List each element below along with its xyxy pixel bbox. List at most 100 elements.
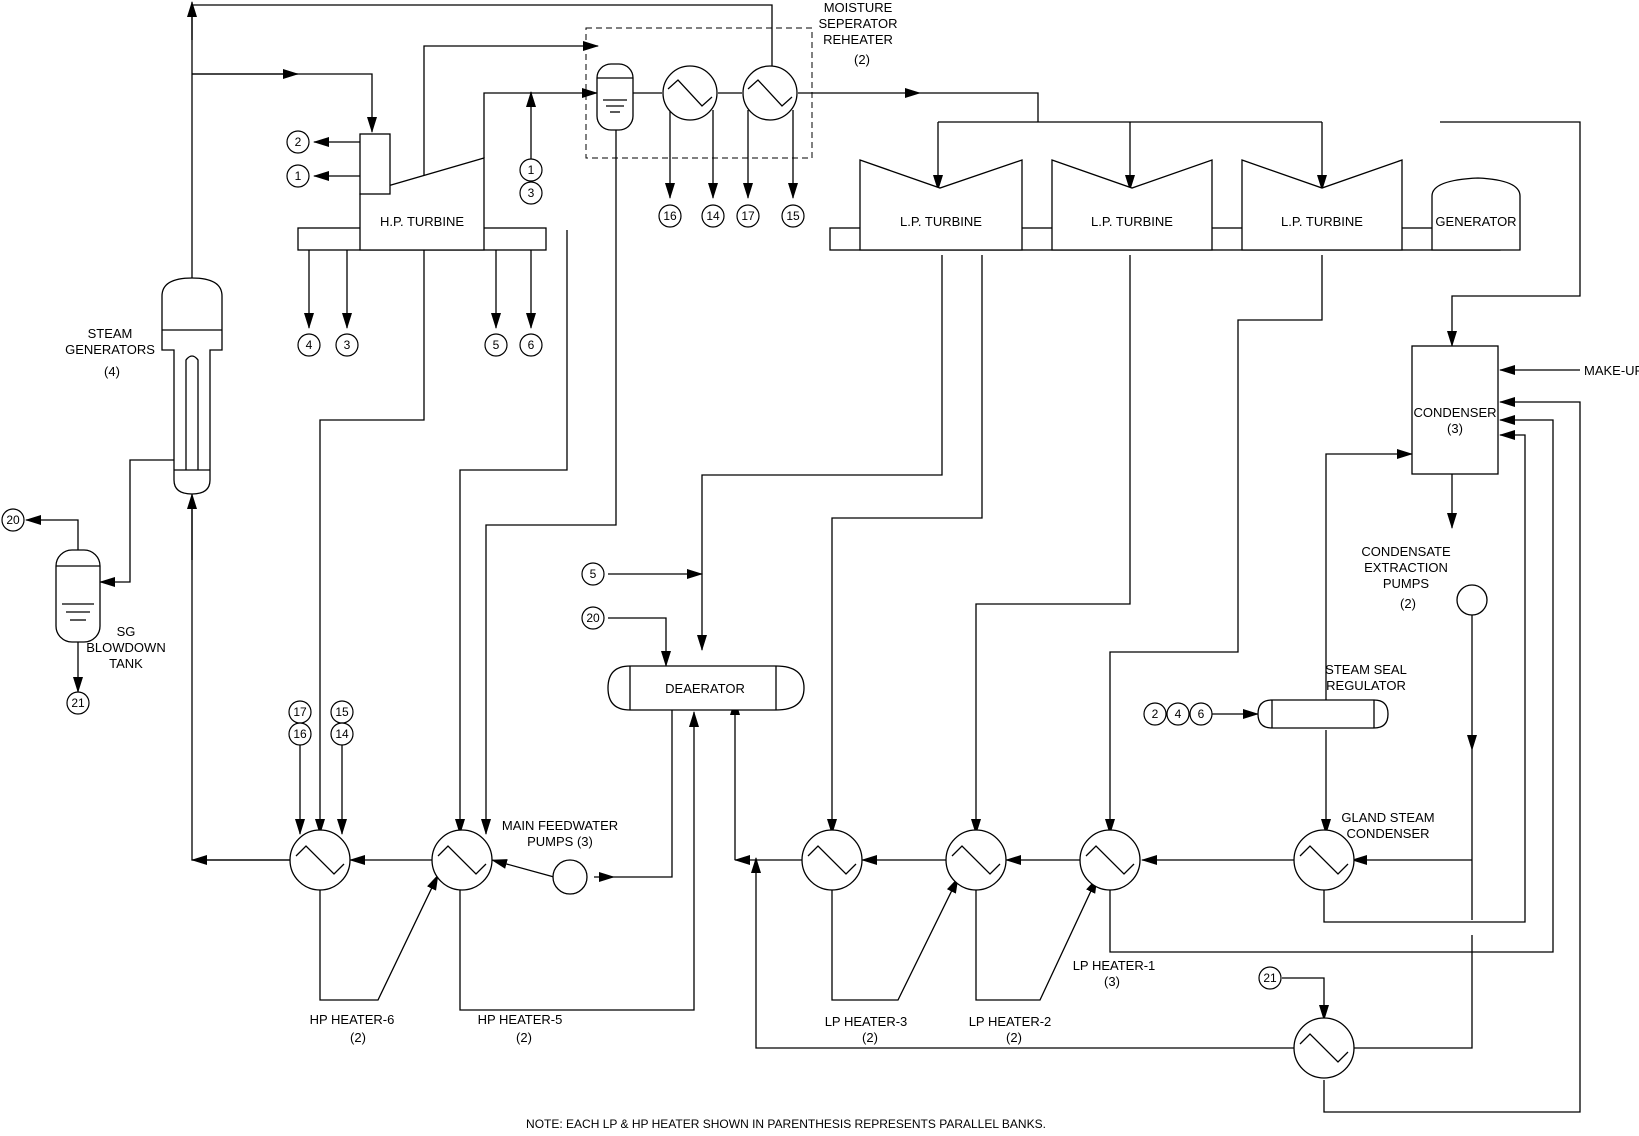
lp-turbine-1-label: L.P. TURBINE: [900, 214, 982, 229]
hph6-drain-to-hph5: [319, 874, 439, 1001]
hph5-drain-to-deaerator: [459, 711, 699, 1011]
sg-blowdown-line: [99, 459, 176, 587]
svg-text:15: 15: [335, 705, 349, 719]
bubble-sg-21: 21: [66, 691, 90, 715]
svg-text:6: 6: [1198, 707, 1205, 721]
svg-text:4: 4: [1175, 707, 1182, 721]
bubble-ssr-6: 6: [1189, 702, 1213, 726]
svg-text:20: 20: [586, 611, 600, 625]
msr-outlet-to-lp-header: [920, 92, 1039, 122]
bubble-hp-side-3: 3: [519, 181, 543, 205]
condensate-pumps-label-2: EXTRACTION: [1364, 560, 1448, 575]
svg-text:4: 4: [306, 338, 313, 352]
lp-turbine-1: [859, 159, 1023, 251]
gsc-drain-to-condenser: [1323, 430, 1526, 923]
feedwater-to-sg: [191, 500, 292, 861]
svg-text:14: 14: [706, 209, 720, 223]
lp-heater-1-count: (3): [1104, 974, 1120, 989]
main-feedwater-pump: [552, 859, 588, 895]
lp-heater-2-count: (2): [1006, 1030, 1022, 1045]
lp-turbine-3-label: L.P. TURBINE: [1281, 214, 1363, 229]
bubble-msr-16: 16: [658, 204, 682, 228]
lp1-ext-to-lph3: [827, 255, 983, 835]
hp-heater-5: [431, 829, 493, 891]
blowdown-tank-vent: [25, 515, 79, 550]
reference-bubbles: 2 1 1 3 16 14 17 15 4 3 5 6 20 21 5 20 1…: [1, 130, 1282, 990]
parallel-banks-note: NOTE: EACH LP & HP HEATER SHOWN IN PAREN…: [526, 1117, 1046, 1131]
bubble-da-20: 20: [581, 606, 605, 630]
hp-turbine-label: H.P. TURBINE: [380, 214, 464, 229]
bubble-hp-ext-6: 6: [519, 333, 543, 357]
bubble-msr-15: 15: [781, 204, 805, 228]
main-steam-top-line: [192, 4, 773, 86]
hp-heater-6-label: HP HEATER-6: [310, 1012, 395, 1027]
msr-boundary: [585, 27, 813, 159]
hp-heater-6: [289, 829, 351, 891]
lp-heater-1-label: LP HEATER-1: [1073, 958, 1156, 973]
drain-cooler-to-condenser: [1323, 397, 1581, 1113]
gland-steam-condenser-label-1: GLAND STEAM: [1341, 810, 1434, 825]
bubble-hp-ext-5: 5: [484, 333, 508, 357]
steam-seal-regulator-vessel: [1257, 699, 1389, 729]
msr-label-3: REHEATER: [823, 32, 893, 47]
svg-text:20: 20: [6, 513, 20, 527]
svg-text:5: 5: [493, 338, 500, 352]
hp-ext-to-hph5: [455, 230, 568, 835]
steam-generator: [161, 277, 223, 495]
lp-heater-1: [1079, 829, 1141, 891]
msr-label-2: SEPERATOR: [819, 16, 898, 31]
hp-ext-to-hph6: [315, 250, 425, 835]
moisture-separator-vessel: [596, 63, 634, 131]
mfp-to-hph5: [491, 859, 555, 878]
bubble-hp-ext-4: 4: [297, 333, 321, 357]
steam-seal-regulator-label-2: REGULATOR: [1326, 678, 1406, 693]
svg-text:6: 6: [528, 338, 535, 352]
condenser-count: (3): [1447, 421, 1463, 436]
piping: [25, 1, 1581, 1113]
cep-to-drain-cooler: [1354, 935, 1473, 1049]
bubble-sg-20: 20: [1, 508, 25, 532]
msr-drain-to-hph5: [481, 130, 617, 835]
hp-turbine: H.P. TURBINE: [297, 133, 547, 251]
svg-text:3: 3: [528, 186, 535, 200]
sg-blowdown-tank-label-1: SG: [117, 624, 136, 639]
sg-blowdown-tank-label-2: BLOWDOWN: [86, 640, 165, 655]
deaerator-label: DEAERATOR: [665, 681, 745, 696]
lp1-ext-to-deaerator: [697, 255, 943, 651]
condensate-pumps-label-1: CONDENSATE: [1361, 544, 1451, 559]
reheater-1: [662, 65, 718, 121]
condenser-label: CONDENSER: [1413, 405, 1496, 420]
lp-heater-3-count: (2): [862, 1030, 878, 1045]
svg-text:1: 1: [528, 163, 535, 177]
bubble-hp-ext-3: 3: [335, 333, 359, 357]
condensate-extraction-pump: [1456, 584, 1488, 616]
hp-exhaust-to-msr: [483, 88, 598, 158]
hp-heater-5-count: (2): [516, 1030, 532, 1045]
lp-turbine-2: [1051, 159, 1213, 251]
lph3-drain: [831, 877, 959, 1001]
svg-text:2: 2: [295, 135, 302, 149]
hp-top-line-to-msr: [423, 41, 599, 176]
svg-text:1: 1: [295, 169, 302, 183]
bubble-msr-17: 17: [736, 204, 760, 228]
steam-generators-label-1: STEAM: [88, 326, 133, 341]
main-feedwater-pumps-label-2: PUMPS (3): [527, 834, 593, 849]
main-steam-to-hp: [192, 73, 377, 133]
bubble-hp-top-1: 1: [286, 164, 310, 188]
msr-label-1: MOISTURE: [824, 0, 893, 15]
condenser-box: [1411, 345, 1499, 475]
bubble-hp-top-2: 2: [286, 130, 310, 154]
labels: MOISTURE SEPERATOR REHEATER (2) STEAM GE…: [65, 0, 1639, 1131]
svg-text:2: 2: [1152, 707, 1159, 721]
bubble-msr-14: 14: [701, 204, 725, 228]
svg-text:21: 21: [1263, 971, 1277, 985]
drain-21-line: [1282, 977, 1329, 1021]
hp-heater-5-label: HP HEATER-5: [478, 1012, 563, 1027]
steam-generators-label-2: GENERATORS: [65, 342, 155, 357]
lp-heater-2-label: LP HEATER-2: [969, 1014, 1052, 1029]
svg-text:21: 21: [71, 696, 85, 710]
lp-heater-3-label: LP HEATER-3: [825, 1014, 908, 1029]
bubble-ssr-2: 2: [1143, 702, 1167, 726]
lp-turbine-train: L.P. TURBINE L.P. TURBINE L.P. TURBINE G…: [829, 159, 1521, 251]
